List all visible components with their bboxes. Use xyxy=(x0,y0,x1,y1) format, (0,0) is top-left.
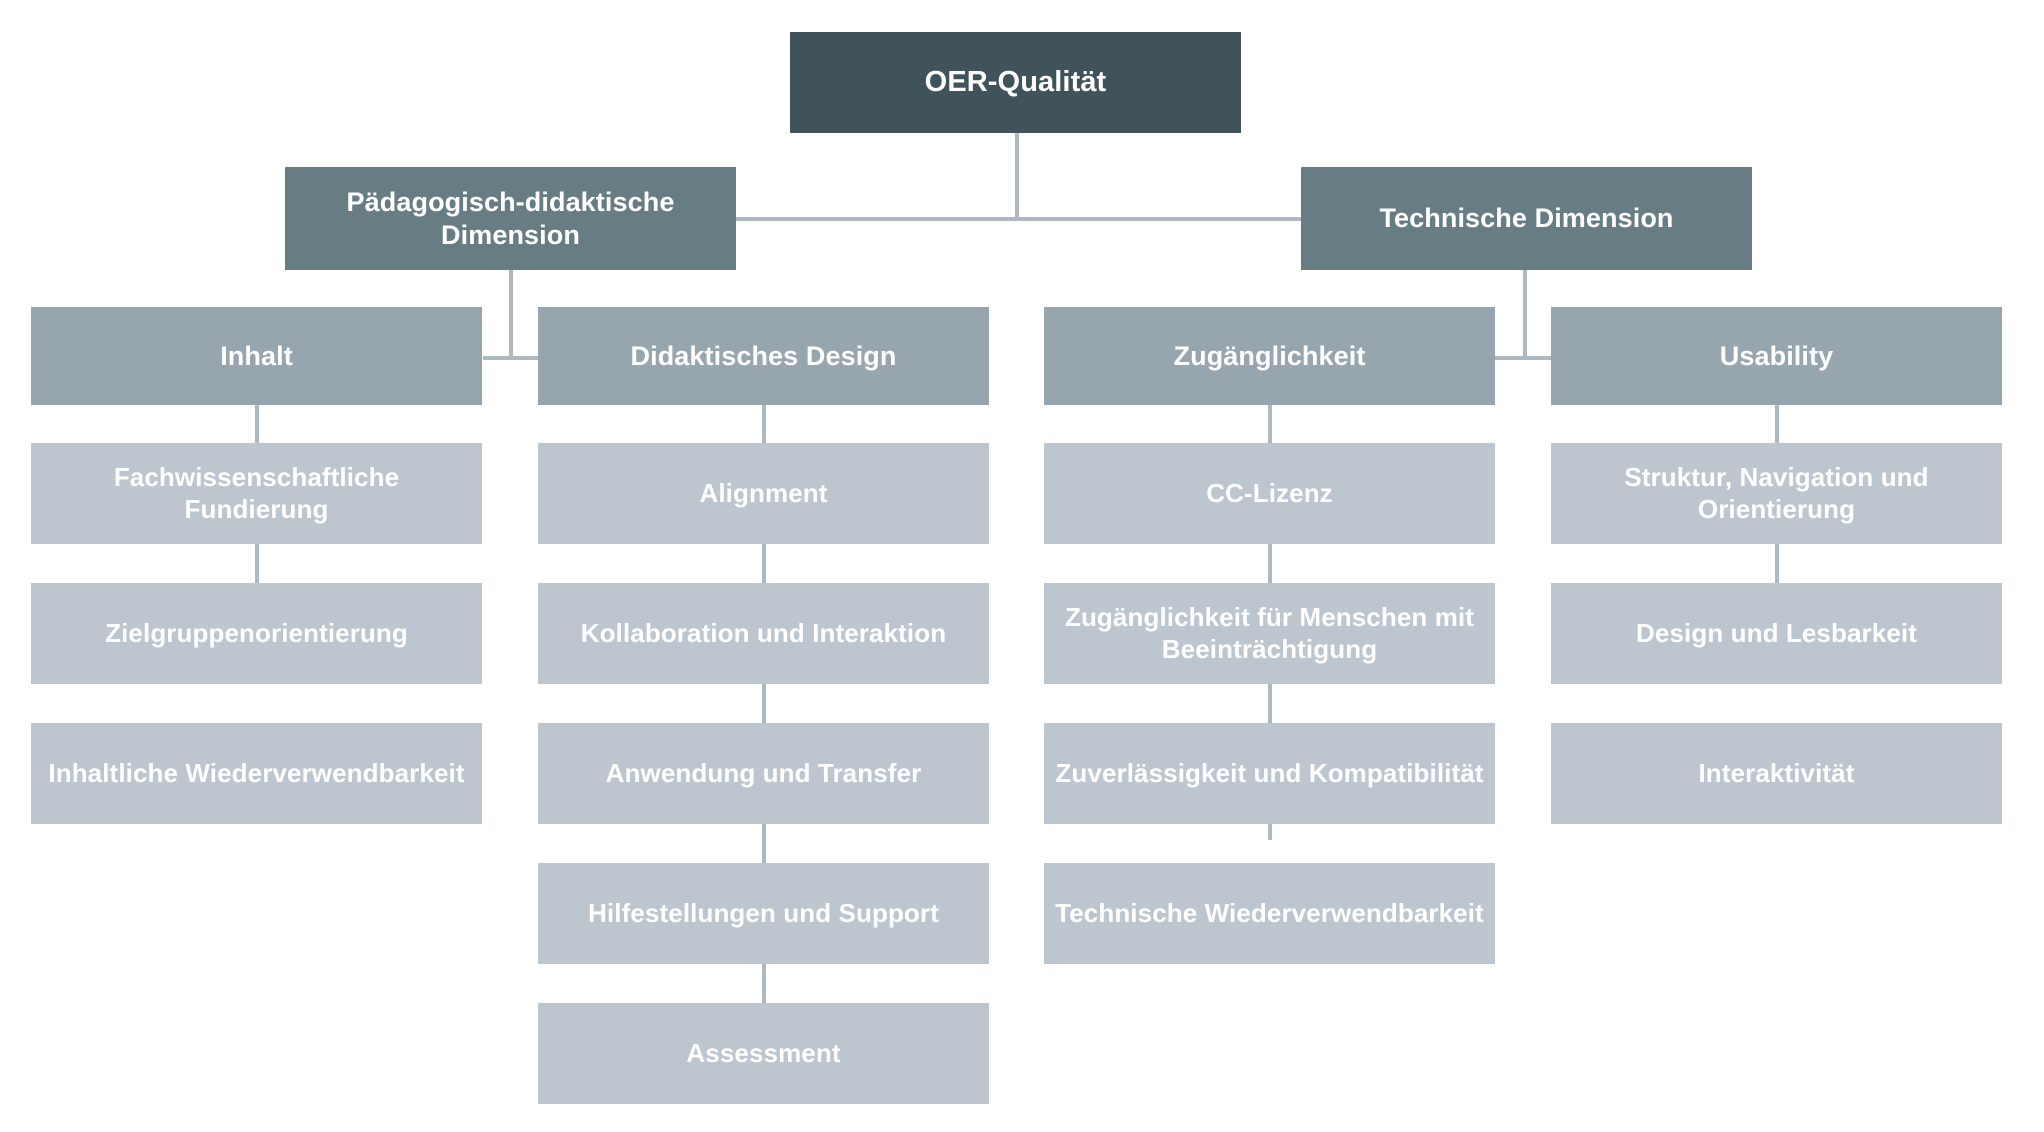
node-category-usability[interactable]: Usability xyxy=(1551,307,2002,405)
node-leaf-zugaenglichkeit-fuer-menschen-mit-beeintraechtigung[interactable]: Zugänglichkeit für Menschen mit Beeinträ… xyxy=(1044,583,1495,684)
node-leaf-cc-lizenz[interactable]: CC-Lizenz xyxy=(1044,443,1495,544)
node-leaf-fachwissenschaftliche-fundierung[interactable]: Fachwissenschaftliche Fundierung xyxy=(31,443,482,544)
node-leaf-zuverlaessigkeit-und-kompatibilitaet[interactable]: Zuverlässigkeit und Kompatibilität xyxy=(1044,723,1495,824)
node-leaf-anwendung-und-transfer[interactable]: Anwendung und Transfer xyxy=(538,723,989,824)
connector-root-crossbar xyxy=(736,217,1302,221)
connector-left-category-crossbar xyxy=(483,356,540,360)
node-category-inhalt[interactable]: Inhalt xyxy=(31,307,482,405)
connector-right-dimension-stem xyxy=(1523,270,1527,360)
node-dimension-paedagogisch-didaktisch[interactable]: Pädagogisch-didaktische Dimension xyxy=(285,167,736,270)
node-root-oer-qualitaet[interactable]: OER-Qualität xyxy=(790,32,1241,133)
node-leaf-design-und-lesbarkeit[interactable]: Design und Lesbarkeit xyxy=(1551,583,2002,684)
node-leaf-struktur-navigation-und-orientierung[interactable]: Struktur, Navigation und Orientierung xyxy=(1551,443,2002,544)
node-leaf-zielgruppenorientierung[interactable]: Zielgruppenorientierung xyxy=(31,583,482,684)
node-leaf-hilfestellungen-und-support[interactable]: Hilfestellungen und Support xyxy=(538,863,989,964)
node-leaf-kollaboration-und-interaktion[interactable]: Kollaboration und Interaktion xyxy=(538,583,989,684)
node-dimension-technisch[interactable]: Technische Dimension xyxy=(1301,167,1752,270)
connector-left-dimension-stem xyxy=(509,270,513,360)
node-leaf-inhaltliche-wiederverwendbarkeit[interactable]: Inhaltliche Wiederverwendbarkeit xyxy=(31,723,482,824)
node-category-didaktisches-design[interactable]: Didaktisches Design xyxy=(538,307,989,405)
node-category-zugaenglichkeit[interactable]: Zugänglichkeit xyxy=(1044,307,1495,405)
connector-root-stem xyxy=(1015,133,1019,221)
node-leaf-technische-wiederverwendbarkeit[interactable]: Technische Wiederverwendbarkeit xyxy=(1044,863,1495,964)
node-leaf-interaktivitaet[interactable]: Interaktivität xyxy=(1551,723,2002,824)
node-leaf-assessment[interactable]: Assessment xyxy=(538,1003,989,1104)
node-leaf-alignment[interactable]: Alignment xyxy=(538,443,989,544)
connector-right-category-crossbar xyxy=(1495,356,1552,360)
